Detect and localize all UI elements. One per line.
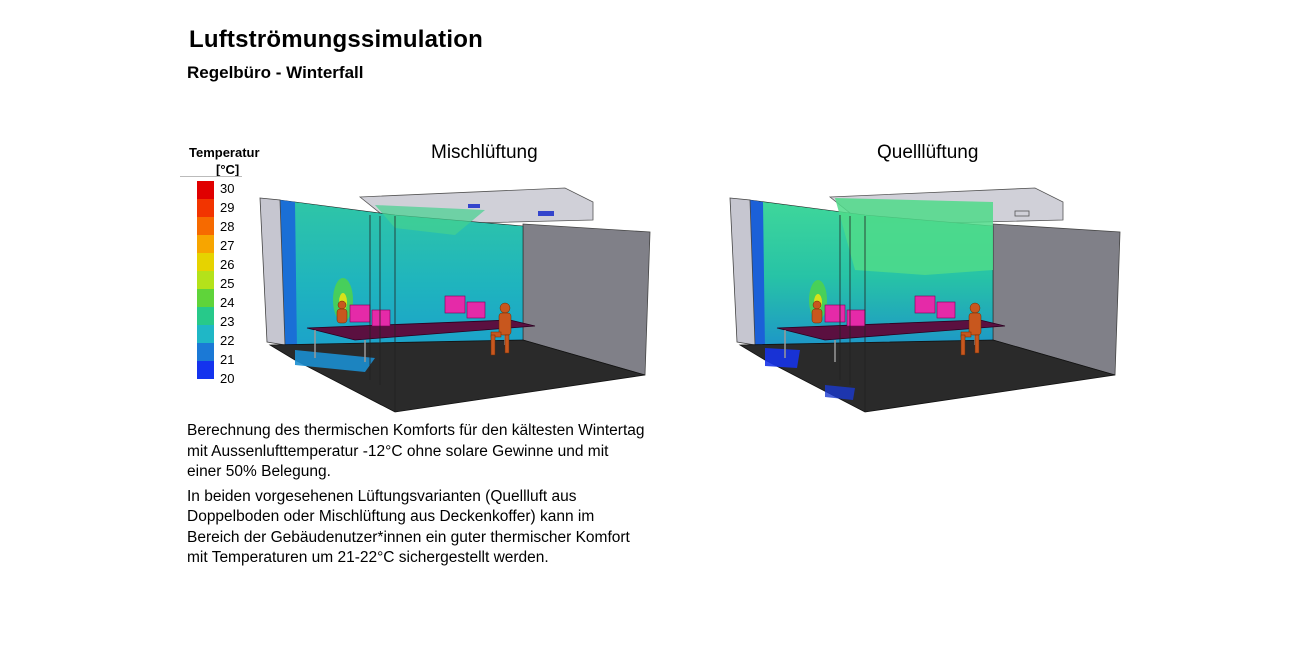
monitor xyxy=(444,295,466,314)
legend-tick-label: 25 xyxy=(220,276,235,291)
page-title: Luftströmungssimulation xyxy=(189,26,483,53)
description-paragraph-2: In beiden vorgesehenen Lüftungsvarianten… xyxy=(187,487,630,567)
air-outlet xyxy=(538,211,554,216)
monitor xyxy=(824,304,846,323)
cold-zone xyxy=(750,200,765,350)
legend-tick-label: 27 xyxy=(220,238,235,253)
legend-color-segment xyxy=(197,235,214,253)
legend-tick-label: 24 xyxy=(220,295,235,310)
legend-color-segment xyxy=(197,325,214,343)
monitor xyxy=(914,295,936,314)
legend-tick-label: 23 xyxy=(220,314,235,329)
legend-color-segment xyxy=(197,307,214,325)
temperature-color-scale xyxy=(197,181,214,379)
legend-tick-label: 26 xyxy=(220,257,235,272)
person-figure xyxy=(960,302,982,356)
legend-color-segment xyxy=(197,253,214,271)
legend-tick-label: 22 xyxy=(220,333,235,348)
legend-tick-label: 20 xyxy=(220,371,235,386)
air-outlet xyxy=(468,204,480,208)
monitor xyxy=(371,309,391,327)
monitor xyxy=(466,301,486,319)
person-figure xyxy=(336,300,348,324)
floor-cold-zone xyxy=(825,385,855,400)
legend-title: Temperatur xyxy=(189,145,260,160)
legend-color-segment xyxy=(197,289,214,307)
legend-color-segment xyxy=(197,199,214,217)
simulation-quelllueftung xyxy=(729,187,1121,413)
monitor xyxy=(936,301,956,319)
air-outlet xyxy=(1014,210,1030,217)
legend-color-segment xyxy=(197,181,214,199)
legend-color-segment xyxy=(197,361,214,379)
monitor xyxy=(349,304,371,323)
warm-zone xyxy=(835,198,993,275)
temperature-scale-labels: 30 29 28 27 26 25 24 23 22 21 20 xyxy=(220,179,234,388)
floor-cold-zone xyxy=(765,348,800,368)
panel-title-mischlueftung: Mischlüftung xyxy=(431,142,538,163)
legend-color-segment xyxy=(197,343,214,361)
simulation-mischlueftung xyxy=(259,187,651,413)
description: Berechnung des thermischen Komforts für … xyxy=(187,421,647,573)
legend-tick-label: 29 xyxy=(220,200,235,215)
desk xyxy=(776,319,1006,341)
person-figure xyxy=(811,300,823,324)
panel-title-quelllueftung: Quelllüftung xyxy=(877,142,979,163)
legend-tick-label: 21 xyxy=(220,352,235,367)
desk xyxy=(306,319,536,341)
description-paragraph-1: Berechnung des thermischen Komforts für … xyxy=(187,422,645,480)
legend-divider xyxy=(180,176,242,177)
legend-tick-label: 30 xyxy=(220,181,235,196)
legend-color-segment xyxy=(197,271,214,289)
person-figure xyxy=(490,302,512,356)
warm-zone xyxy=(375,205,485,235)
legend-tick-label: 28 xyxy=(220,219,235,234)
legend-unit: [°C] xyxy=(216,162,240,177)
legend-color-segment xyxy=(197,217,214,235)
page-subtitle: Regelbüro - Winterfall xyxy=(187,63,364,82)
